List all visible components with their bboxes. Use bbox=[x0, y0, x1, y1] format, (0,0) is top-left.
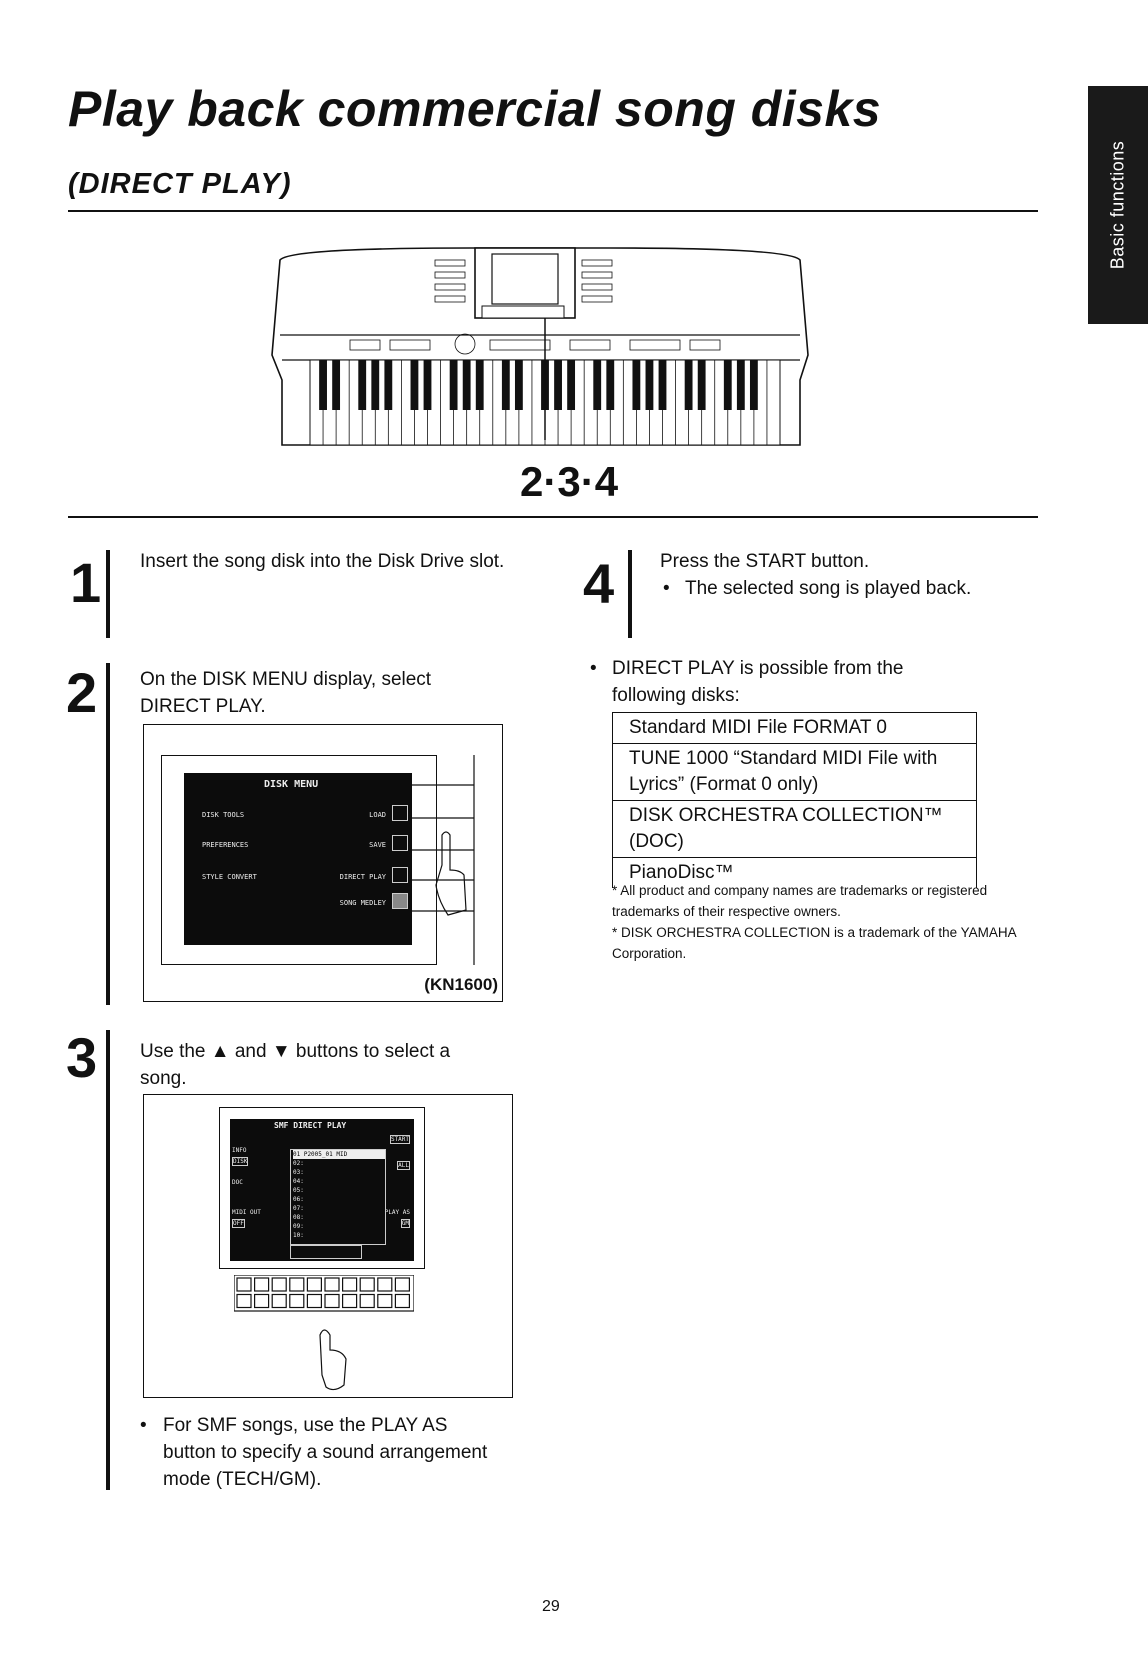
direct-play-icon bbox=[392, 867, 408, 883]
disk-type-row: TUNE 1000 “Standard MIDI File with Lyric… bbox=[613, 743, 976, 800]
step-3-text: Use the ▲ and ▼ buttons to select a song… bbox=[140, 1041, 451, 1089]
smf-all-button[interactable]: ALL bbox=[397, 1161, 410, 1170]
page-title: Play back commercial song disks bbox=[68, 81, 882, 137]
smf-info-label: INFO bbox=[232, 1147, 247, 1154]
step-3-bullet-dot: • bbox=[140, 1415, 147, 1436]
section-rule bbox=[68, 516, 1038, 518]
smf-midi-out-label: MIDI OUT bbox=[232, 1209, 261, 1216]
smf-song-row[interactable]: 06: bbox=[293, 1196, 304, 1203]
smf-song-row[interactable]: 03: bbox=[293, 1169, 304, 1176]
smf-song-row[interactable]: 10: bbox=[293, 1232, 304, 1239]
disk-type-row: DISK ORCHESTRA COLLECTION™ (DOC) bbox=[613, 800, 976, 857]
panel-buttons-illustration bbox=[234, 1275, 414, 1391]
smf-doc-label: DOC bbox=[232, 1179, 243, 1186]
smf-song-row[interactable]: 02: bbox=[293, 1160, 304, 1167]
menu-item-load[interactable]: LOAD bbox=[369, 811, 386, 819]
menu-item-direct-play[interactable]: DIRECT PLAY bbox=[339, 873, 386, 881]
page-number: 29 bbox=[542, 1598, 560, 1615]
smf-screen: SMF DIRECT PLAY INFO DISK DOC MIDI OUT O… bbox=[230, 1119, 414, 1261]
disk-menu-screen: DISK MENU DISK TOOLS PREFERENCES STYLE C… bbox=[184, 773, 412, 945]
disk-menu-bezel bbox=[161, 755, 437, 965]
disk-type-row: PianoDisc™ bbox=[613, 857, 976, 888]
smf-song-row[interactable]: 04: bbox=[293, 1178, 304, 1185]
smf-title: SMF DIRECT PLAY bbox=[274, 1121, 347, 1130]
smf-play-as-button[interactable]: GM bbox=[400, 1219, 410, 1228]
smf-song-row[interactable]: 05: bbox=[293, 1187, 304, 1194]
step-3-bar bbox=[106, 1030, 110, 1490]
smf-start-button[interactable]: START bbox=[389, 1135, 410, 1144]
model-label: (KN1600) bbox=[424, 975, 498, 994]
disk-type-row: Standard MIDI File FORMAT 0 bbox=[613, 712, 976, 743]
step-1-text: Insert the song disk into the Disk Drive… bbox=[140, 551, 505, 572]
step-4-bullet-text: The selected song is played back. bbox=[685, 578, 972, 599]
section-tab: Basic functions bbox=[1088, 86, 1148, 324]
direct-play-bullet-dot: • bbox=[590, 658, 597, 679]
smf-play-as-label: PLAY AS bbox=[384, 1209, 410, 1216]
footnote-trademarks: * All product and company names are trad… bbox=[612, 883, 988, 919]
footnote-yamaha: * DISK ORCHESTRA COLLECTION is a tradema… bbox=[612, 925, 1016, 961]
menu-item-style-convert[interactable]: STYLE CONVERT bbox=[202, 873, 257, 881]
header-rule bbox=[68, 210, 1038, 212]
smf-song-row[interactable]: 07: bbox=[293, 1205, 304, 1212]
disk-types-table: Standard MIDI File FORMAT 0 TUNE 1000 “S… bbox=[612, 712, 977, 888]
smf-song-row[interactable]: 08: bbox=[293, 1214, 304, 1221]
song-medley-icon bbox=[392, 893, 408, 909]
keyboard-illustration bbox=[271, 247, 809, 446]
smf-bezel bbox=[219, 1107, 425, 1269]
step-4-text: Press the START button. bbox=[660, 551, 870, 572]
step-4-bar bbox=[628, 550, 632, 638]
smf-disk-button[interactable]: DISK bbox=[232, 1157, 249, 1166]
load-icon bbox=[392, 805, 408, 821]
step-2-number: 2 bbox=[66, 661, 98, 724]
step-1-bar bbox=[106, 550, 110, 638]
step-4-number: 4 bbox=[583, 552, 615, 615]
smf-song-row[interactable]: 01 P2005_01 MID bbox=[293, 1150, 385, 1159]
menu-item-preferences[interactable]: PREFERENCES bbox=[202, 841, 249, 849]
disk-menu-title: DISK MENU bbox=[264, 779, 319, 790]
step-3-number: 3 bbox=[66, 1026, 98, 1089]
button-callout-lines bbox=[412, 755, 475, 965]
smf-song-row[interactable]: 09: bbox=[293, 1223, 304, 1230]
smf-scroll-buttons[interactable] bbox=[290, 1245, 362, 1259]
step-4-bullet-dot: • bbox=[663, 578, 670, 599]
smf-figure: SMF DIRECT PLAY INFO DISK DOC MIDI OUT O… bbox=[143, 1094, 513, 1398]
disk-menu-figure: DISK MENU DISK TOOLS PREFERENCES STYLE C… bbox=[143, 724, 503, 1002]
step-2-text: On the DISK MENU display, select DIRECT … bbox=[140, 669, 432, 717]
menu-item-save[interactable]: SAVE bbox=[369, 841, 386, 849]
save-icon bbox=[392, 835, 408, 851]
smf-song-list[interactable]: 01 P2005_01 MID 02: 03: 04: 05: 06: 07: … bbox=[290, 1149, 386, 1245]
step-2-bar bbox=[106, 663, 110, 1005]
menu-item-song-medley[interactable]: SONG MEDLEY bbox=[339, 899, 386, 907]
step-3-bullet-text: For SMF songs, use the PLAY AS button to… bbox=[163, 1415, 488, 1490]
step-1-number: 1 bbox=[70, 551, 102, 614]
page-subtitle: (DIRECT PLAY) bbox=[68, 168, 292, 200]
section-tab-label: Basic functions bbox=[1107, 140, 1128, 270]
menu-item-disk-tools[interactable]: DISK TOOLS bbox=[202, 811, 245, 819]
keyboard-callout: 2·3·4 bbox=[520, 458, 619, 505]
direct-play-note: DIRECT PLAY is possible from the followi… bbox=[612, 658, 904, 706]
smf-midi-off-button[interactable]: OFF bbox=[232, 1219, 245, 1228]
